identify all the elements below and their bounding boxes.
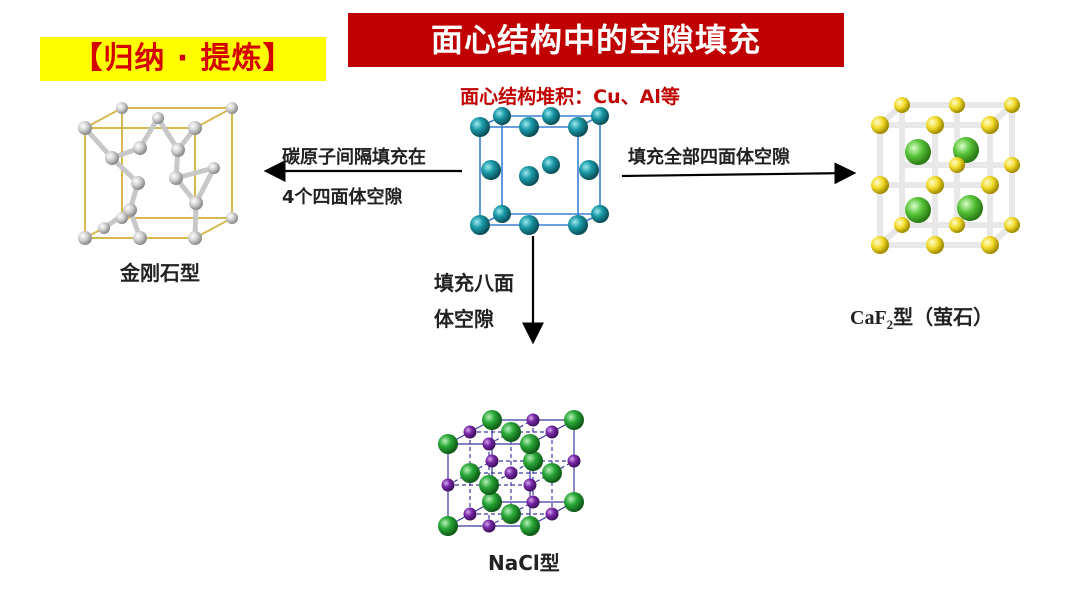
nacl-cl-atom bbox=[564, 492, 584, 512]
fcc-subtitle: 面心结构堆积：Cu、Al等 bbox=[460, 86, 680, 108]
nacl-na-atom bbox=[523, 478, 537, 492]
arrow-to-caf2 bbox=[621, 162, 857, 185]
nacl-arrow-label-line2: 体空隙 bbox=[434, 307, 494, 331]
diamond-arrow-label-line1: 碳原子间隔填充在 bbox=[282, 147, 426, 168]
nacl-cl-atom bbox=[520, 516, 540, 536]
diamond-structure bbox=[78, 102, 238, 245]
nacl-na-atom bbox=[504, 466, 518, 480]
nacl-na-atom bbox=[526, 413, 540, 427]
nacl-caption: NaCl型 bbox=[488, 551, 560, 575]
nacl-cl-atom bbox=[460, 463, 480, 483]
caf2-arrow-label: 填充全部四面体空隙 bbox=[628, 147, 790, 168]
caf2-caption-rest: 型（萤石） bbox=[893, 307, 994, 329]
summary-badge: 【归纳 · 提炼】 bbox=[40, 37, 326, 81]
nacl-arrow-label-line1: 填充八面 bbox=[434, 271, 514, 295]
nacl-na-atom bbox=[463, 425, 477, 439]
nacl-cl-atom bbox=[438, 516, 458, 536]
caf2-caption-subscript: 2 bbox=[886, 317, 894, 332]
nacl-cl-atom bbox=[482, 492, 502, 512]
diamond-caption: 金刚石型 bbox=[120, 261, 200, 285]
fcc-unit-cell bbox=[470, 107, 609, 235]
nacl-cl-atom bbox=[479, 475, 499, 495]
nacl-na-atom bbox=[463, 507, 477, 521]
nacl-na-atom bbox=[567, 454, 581, 468]
nacl-cl-atom bbox=[501, 504, 521, 524]
nacl-cl-atom bbox=[564, 410, 584, 430]
page-title: 面心结构中的空隙填充 bbox=[348, 13, 844, 67]
nacl-na-atom bbox=[441, 478, 455, 492]
nacl-cl-atom bbox=[523, 451, 543, 471]
nacl-na-atom bbox=[545, 507, 559, 521]
nacl-na-atom bbox=[526, 495, 540, 509]
nacl-cl-atom bbox=[520, 434, 540, 454]
nacl-na-atom bbox=[482, 437, 496, 451]
nacl-na-atom bbox=[482, 519, 496, 533]
caf2-structure bbox=[871, 97, 1020, 254]
nacl-cl-atom bbox=[542, 463, 562, 483]
nacl-na-atom bbox=[545, 425, 559, 439]
diamond-arrow-label-line2: 4个四面体空隙 bbox=[282, 187, 403, 208]
nacl-cl-atom bbox=[501, 422, 521, 442]
nacl-structure bbox=[438, 410, 584, 536]
nacl-cl-atom bbox=[438, 434, 458, 454]
nacl-na-atom bbox=[485, 454, 499, 468]
caf2-caption: CaF2型（萤石） bbox=[850, 301, 993, 333]
nacl-cl-atom bbox=[482, 410, 502, 430]
caf2-caption-main: CaF bbox=[850, 307, 887, 329]
